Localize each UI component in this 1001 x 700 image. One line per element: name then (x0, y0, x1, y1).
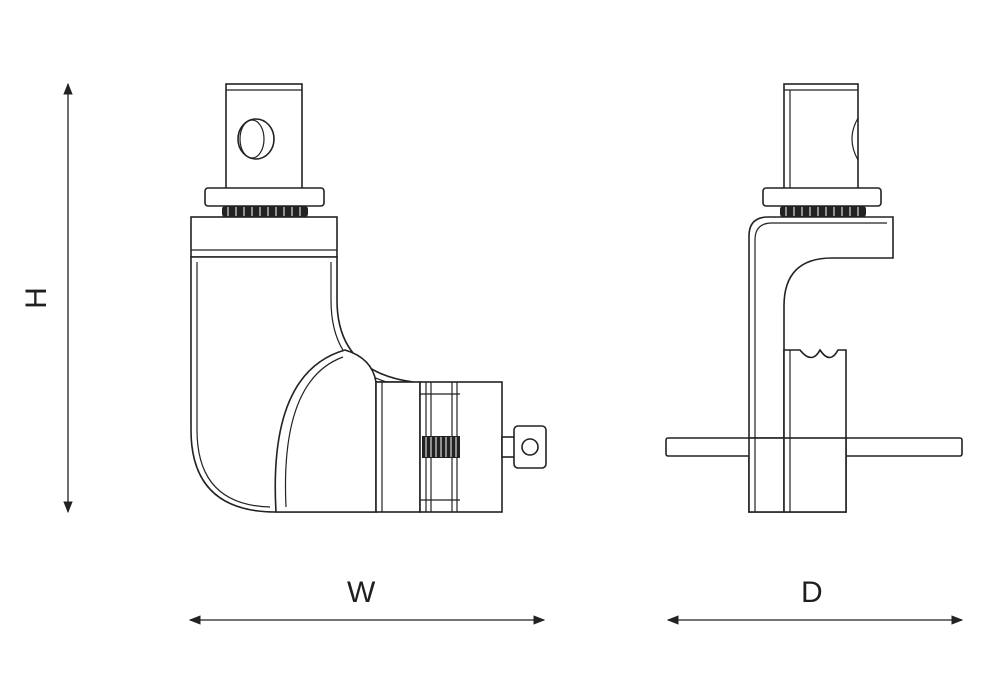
front-top-block (190, 216, 338, 258)
side-top-pin (783, 83, 859, 191)
side-washer (762, 187, 882, 207)
depth-label: D (801, 576, 823, 609)
front-dome (274, 349, 377, 513)
front-washer (204, 187, 325, 207)
side-bracket-body (748, 216, 894, 513)
height-label: H (19, 287, 53, 309)
front-view (190, 83, 547, 513)
side-thread-band (780, 206, 866, 217)
front-side-block (375, 381, 421, 513)
front-thread-band (222, 206, 308, 217)
width-label: W (347, 576, 376, 609)
side-view (665, 83, 963, 513)
front-pin-hole (237, 118, 275, 160)
